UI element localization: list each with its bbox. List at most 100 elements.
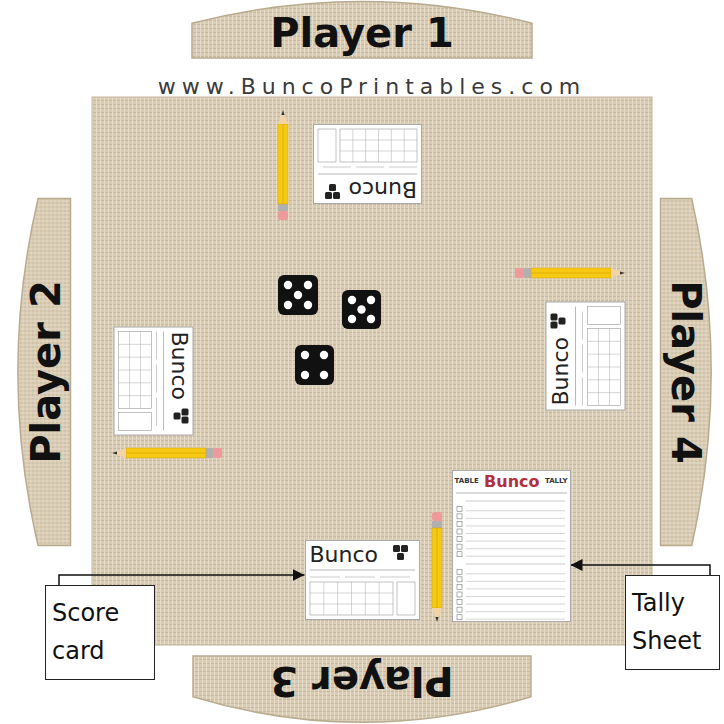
tally-line (466, 611, 565, 612)
field-line (323, 167, 351, 168)
dice-icon (457, 544, 462, 549)
die (278, 275, 318, 315)
callout-box: Tally Sheet (625, 575, 720, 670)
field-line (466, 501, 565, 502)
grid-line (118, 357, 151, 358)
field-line (156, 365, 157, 393)
card-title: Bunco (348, 177, 417, 201)
player-name: Player 3 (270, 661, 453, 701)
grid-line (340, 151, 417, 152)
grid-line (323, 582, 324, 615)
callout-text: Tally Sheet (632, 584, 713, 661)
bunco-box (318, 129, 336, 162)
dice-icon (457, 552, 462, 557)
dice-icon (333, 192, 340, 199)
die (342, 290, 381, 329)
player-name: Player 4 (665, 280, 705, 463)
die-pip (301, 351, 309, 359)
card-face (114, 327, 193, 435)
field-line (380, 577, 410, 578)
die-pip (284, 301, 292, 309)
grid-line (365, 129, 366, 162)
grid-line (390, 129, 391, 162)
dice-icon (181, 409, 188, 416)
dice-icon (457, 584, 462, 589)
score-grid (340, 129, 417, 162)
dice-icon (457, 577, 462, 582)
dice-icon (550, 314, 557, 321)
pencil (432, 512, 442, 622)
die-pip (301, 371, 309, 379)
grid-line (310, 604, 393, 605)
tally-heading: TABLE (455, 478, 479, 485)
tally-heading: TALLY (545, 478, 568, 485)
die-body (342, 290, 381, 329)
bunco-box (118, 413, 151, 431)
rule-line (310, 570, 415, 571)
tally-line (466, 525, 565, 526)
player-name: Player 2 (25, 280, 65, 463)
tally-line (466, 604, 565, 605)
dice-icon (457, 592, 462, 597)
seat-shape (193, 656, 531, 722)
seat-shape (660, 199, 711, 546)
tally-line (466, 596, 565, 597)
card-face (305, 541, 419, 620)
dice-icon (457, 600, 462, 605)
tally-header-row: TABLE Bunco TALLY (455, 473, 568, 491)
rule-line (575, 307, 576, 406)
grid-line (587, 341, 620, 342)
card-title: Bunco (548, 337, 572, 406)
grid-line (118, 344, 151, 345)
grid-line (337, 582, 338, 615)
card-title: Bunco (166, 332, 190, 401)
tally-line (466, 581, 565, 582)
grid-line (351, 582, 352, 615)
grid-line (403, 129, 404, 162)
player-name: Player 1 (270, 13, 453, 53)
grid-line (609, 329, 610, 406)
die-pip (320, 351, 328, 359)
seat-shape (17, 199, 70, 546)
die-pip (294, 291, 302, 299)
grid-line (587, 392, 620, 393)
dice-icon (457, 529, 462, 534)
dice-icon (550, 322, 557, 329)
grid-line (118, 370, 151, 371)
dice-icon (457, 607, 462, 612)
card-face (313, 125, 421, 204)
field-line (389, 167, 417, 168)
dice-icon (457, 514, 462, 519)
field-line (356, 167, 384, 168)
tally-line (466, 588, 565, 589)
tally-line (466, 573, 565, 574)
player-seat: Player 1 (192, 0, 532, 58)
die (295, 345, 334, 385)
tally-heading: Bunco (484, 473, 539, 491)
dice-icon (558, 318, 565, 325)
website-url: www.BuncoPrintables.com (158, 74, 587, 99)
tally-line (466, 518, 565, 519)
tally-sheet: TABLE Bunco TALLY (452, 470, 571, 622)
field-line (582, 345, 583, 373)
seat-shape (192, 1, 532, 58)
grid-line (129, 332, 130, 409)
die-body (278, 275, 318, 315)
die-pip (367, 296, 375, 304)
dice-icon (457, 615, 462, 620)
grid-line (378, 129, 379, 162)
dice-icon (397, 553, 404, 560)
callout-text: Score card (52, 594, 148, 671)
grid-line (378, 582, 379, 615)
game-table (92, 97, 652, 645)
grid-line (340, 140, 417, 141)
tally-line (466, 541, 565, 542)
grid-line (598, 329, 599, 406)
field-line (156, 398, 157, 426)
tally-line (466, 548, 565, 549)
card-face (546, 302, 625, 410)
score-card: Bunco (313, 124, 422, 204)
score-card: Bunco (113, 327, 193, 436)
pencil (112, 448, 222, 458)
bunco-box (587, 307, 620, 325)
